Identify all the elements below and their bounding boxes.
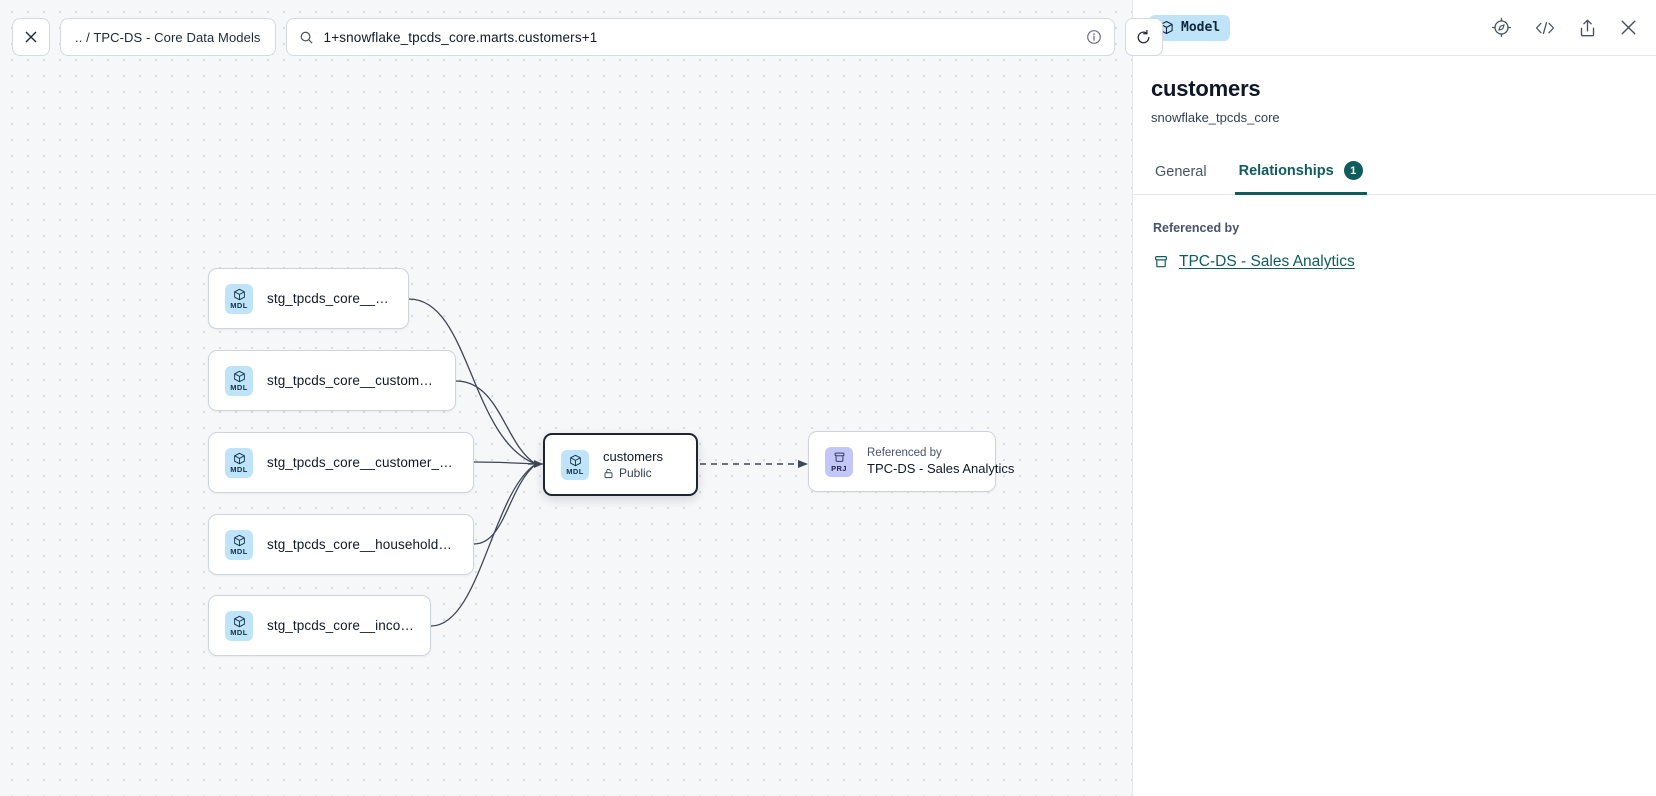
page-title: customers	[1151, 76, 1261, 101]
share-icon[interactable]	[1578, 18, 1597, 38]
model-badge: MDL	[225, 447, 253, 478]
search-input[interactable]: 1+snowflake_tpcds_core.marts.customers+1	[285, 18, 1115, 56]
model-badge: MDL	[561, 449, 589, 480]
model-badge: MDL	[225, 365, 253, 396]
graph-node-selected[interactable]: MDL customers Public	[543, 433, 698, 496]
graph-node[interactable]: MDL stg_tpcds_core__household_demogr…	[208, 514, 474, 575]
graph-node-project[interactable]: PRJ Referenced by TPC-DS - Sales Analyti…	[808, 431, 1015, 492]
graph-node[interactable]: MDL stg_tpcds_core__customer_address	[208, 350, 456, 411]
tab-label: General	[1155, 164, 1207, 180]
node-visibility: Public	[603, 466, 663, 480]
close-lineage-button[interactable]	[12, 18, 50, 56]
panel-header: Model	[1133, 0, 1656, 56]
badge-text: MDL	[230, 464, 248, 474]
node-text-stack: customers Public	[603, 449, 663, 480]
refresh-button[interactable]	[1124, 18, 1163, 56]
canvas-toolbar: .. / TPC-DS - Core Data Models 1+snowfla…	[12, 18, 1163, 56]
breadcrumb[interactable]: .. / TPC-DS - Core Data Models	[60, 18, 276, 56]
cube-icon	[233, 370, 245, 382]
node-label: stg_tpcds_core__household_demogr…	[267, 537, 457, 552]
project-badge: PRJ	[825, 446, 853, 477]
model-badge: MDL	[225, 283, 253, 314]
graph-node[interactable]: MDL stg_tpcds_core__customer_demogra…	[208, 432, 474, 493]
details-panel: Model customers snowflake_tpcds_core Gen…	[1132, 0, 1656, 796]
panel-tabs: General Relationships 1	[1133, 153, 1656, 195]
panel-action-icons	[1491, 17, 1638, 38]
panel-heading: customers snowflake_tpcds_core	[1133, 56, 1656, 125]
node-title: TPC-DS - Sales Analytics	[867, 461, 1015, 476]
badge-text: MDL	[566, 466, 584, 476]
node-label: stg_tpcds_core__customer_demogra…	[267, 455, 457, 470]
badge-text: MDL	[230, 382, 248, 392]
code-icon[interactable]	[1534, 19, 1556, 37]
tab-general[interactable]: General	[1151, 156, 1211, 195]
search-value: 1+snowflake_tpcds_core.marts.customers+1	[323, 29, 598, 45]
node-label: stg_tpcds_core__customer	[267, 291, 392, 306]
cube-icon	[233, 534, 245, 546]
close-icon[interactable]	[1619, 18, 1638, 37]
close-icon	[25, 31, 37, 43]
badge-text: PRJ	[831, 463, 847, 473]
info-icon[interactable]	[1086, 29, 1102, 45]
node-caption: Referenced by	[867, 447, 942, 459]
page-subtitle: snowflake_tpcds_core	[1151, 110, 1280, 125]
node-label: stg_tpcds_core__customer_address	[267, 373, 439, 388]
graph-node[interactable]: MDL stg_tpcds_core__income_band	[208, 595, 431, 656]
model-badge: MDL	[225, 610, 253, 641]
project-icon	[1154, 255, 1168, 268]
badge-text: MDL	[230, 627, 248, 637]
badge-text: MDL	[230, 546, 248, 556]
panel-content: Referenced by TPC-DS - Sales Analytics	[1133, 195, 1656, 271]
lock-icon	[604, 468, 613, 478]
tab-relationships[interactable]: Relationships 1	[1234, 153, 1367, 195]
visibility-text: Public	[619, 466, 652, 480]
graph-node[interactable]: MDL stg_tpcds_core__customer	[208, 268, 409, 329]
list-item[interactable]: TPC-DS - Sales Analytics	[1153, 253, 1638, 271]
lineage-canvas[interactable]: .. / TPC-DS - Core Data Models 1+snowfla…	[0, 0, 1163, 796]
section-label-referenced-by: Referenced by	[1153, 221, 1240, 235]
project-icon	[834, 452, 844, 462]
cube-icon	[233, 452, 245, 464]
tab-label: Relationships	[1238, 162, 1334, 179]
cube-icon	[233, 288, 245, 300]
cube-icon	[569, 454, 581, 466]
model-chip-label: Model	[1181, 20, 1221, 35]
model-badge: MDL	[225, 529, 253, 560]
cube-icon	[233, 615, 245, 627]
search-icon	[300, 31, 313, 44]
badge-text: MDL	[230, 300, 248, 310]
compass-icon[interactable]	[1491, 17, 1512, 38]
lineage-edges	[408, 298, 808, 627]
tab-count-badge: 1	[1343, 161, 1363, 180]
node-title: customers	[603, 449, 663, 464]
reference-link[interactable]: TPC-DS - Sales Analytics	[1179, 253, 1355, 270]
refresh-icon	[1137, 29, 1150, 43]
node-label: stg_tpcds_core__income_band	[267, 618, 414, 633]
node-text-stack: Referenced by TPC-DS - Sales Analytics	[867, 447, 1015, 476]
